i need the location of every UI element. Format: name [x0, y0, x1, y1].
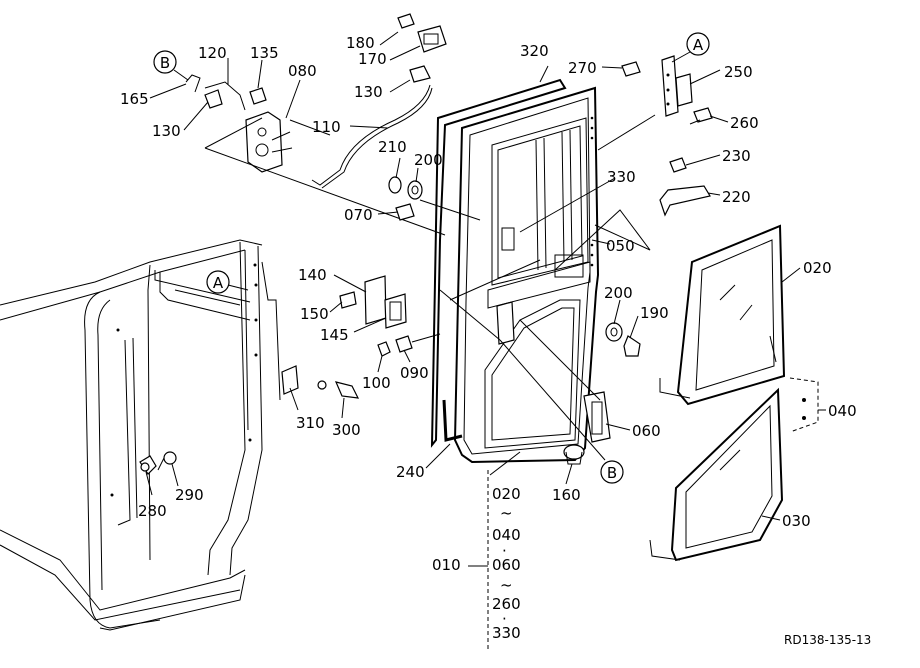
- rod-110: [311, 84, 433, 189]
- callout-030: 030: [782, 512, 811, 530]
- plate-140: [364, 275, 387, 325]
- callout-200b: 200: [604, 284, 633, 302]
- callout-080: 080: [288, 62, 317, 80]
- bracket-220: [659, 185, 711, 217]
- assembly-stack-6: 260: [492, 595, 521, 613]
- callout-260: 260: [730, 114, 759, 132]
- ref-a-top-label: A: [693, 36, 704, 54]
- callout-070: 070: [344, 206, 373, 224]
- nut-100: [377, 341, 391, 357]
- latch-housing-080: [245, 111, 293, 173]
- callout-130a: 130: [354, 83, 383, 101]
- callout-135: 135: [250, 44, 279, 62]
- bolt-290: [157, 451, 177, 471]
- callout-labels: 180 170 130 120 135 080 165 130 110 320 …: [120, 34, 857, 530]
- assembly-main-label: 010: [432, 556, 461, 574]
- bolt-070: [395, 203, 415, 221]
- ref-marker-b-top: B: [153, 50, 189, 81]
- assembly-stack-5: ~: [500, 576, 513, 594]
- callout-110: 110: [312, 118, 341, 136]
- pad-145: [384, 293, 407, 329]
- clip-135: [249, 87, 267, 105]
- washer-200b: [605, 322, 623, 342]
- knob-160: [563, 444, 585, 465]
- screw-090: [395, 333, 441, 353]
- glass-020: [659, 224, 786, 406]
- callout-020: 020: [803, 259, 832, 277]
- callout-050: 050: [606, 237, 635, 255]
- callout-230: 230: [722, 147, 751, 165]
- cab-frame: [0, 239, 281, 631]
- callout-160: 160: [552, 486, 581, 504]
- drawing-number: RD138-135-13: [784, 633, 871, 647]
- bolt-180: [397, 13, 415, 29]
- callout-200a: 200: [414, 151, 443, 169]
- bolt-270: [621, 61, 641, 77]
- striker-300: [334, 381, 360, 399]
- assembly-stack-1: ~: [500, 504, 513, 522]
- bolt-260: [689, 107, 713, 125]
- callout-210: 210: [378, 138, 407, 156]
- callout-240: 240: [396, 463, 425, 481]
- washer-200a: [407, 180, 423, 200]
- callout-145: 145: [320, 326, 349, 344]
- door-frame: [453, 86, 600, 464]
- assembly-stack-2: 040: [492, 526, 521, 544]
- ref-b-bottom-label: B: [607, 464, 617, 482]
- callout-100: 100: [362, 374, 391, 392]
- hinge-250: [661, 55, 693, 117]
- callout-165: 165: [120, 90, 149, 108]
- ref-b-top-label: B: [160, 54, 170, 72]
- assembly-stack-8: 330: [492, 624, 521, 642]
- bolt-150: [339, 291, 357, 309]
- callout-320: 320: [520, 42, 549, 60]
- ref-marker-a-top: A: [671, 32, 710, 63]
- seal-240: [442, 399, 463, 442]
- clip-130b: [204, 89, 223, 109]
- callout-220: 220: [722, 188, 751, 206]
- handle-190: [623, 335, 641, 357]
- callout-280: 280: [138, 502, 167, 520]
- leader-lines: [145, 31, 826, 567]
- callout-250: 250: [724, 63, 753, 81]
- callout-040: 040: [828, 402, 857, 420]
- callout-130b: 130: [152, 122, 181, 140]
- pin-165: [185, 74, 201, 93]
- callout-330: 330: [607, 168, 636, 186]
- assembly-stack-3: ·: [502, 542, 507, 560]
- assembly-stack-4: 060: [492, 556, 521, 574]
- callout-150: 150: [300, 305, 329, 323]
- hinge-bracket-280: [139, 455, 157, 475]
- callout-120: 120: [198, 44, 227, 62]
- assembly-040-bracket: [789, 377, 819, 433]
- callout-190: 190: [640, 304, 669, 322]
- callout-270: 270: [568, 59, 597, 77]
- ref-marker-a-cab: A: [206, 270, 249, 294]
- clip-130a: [409, 65, 431, 83]
- inner-handle-170: [417, 25, 447, 53]
- callout-180: 180: [346, 34, 375, 52]
- bushing-210: [388, 176, 402, 194]
- weatherstrip-320: [430, 78, 567, 448]
- callout-310: 310: [296, 414, 325, 432]
- bolt-230: [669, 157, 687, 173]
- ref-a-cab-label: A: [213, 274, 224, 292]
- assembly-stack-0: 020: [492, 485, 521, 503]
- callout-290: 290: [175, 486, 204, 504]
- callout-060: 060: [632, 422, 661, 440]
- callout-090: 090: [400, 364, 429, 382]
- outer-handle-060: [583, 391, 611, 443]
- lever-120: [204, 81, 246, 111]
- assembly-stack-7: ·: [502, 610, 507, 628]
- plate-310: [281, 365, 327, 395]
- callout-300: 300: [332, 421, 361, 439]
- callout-170: 170: [358, 50, 387, 68]
- glass-030: [649, 387, 784, 562]
- callout-140: 140: [298, 266, 327, 284]
- assembly-stack: 010 020 ~ 040 · 060 ~ 260 · 330: [432, 485, 521, 642]
- ref-marker-b-bottom: B: [600, 460, 624, 484]
